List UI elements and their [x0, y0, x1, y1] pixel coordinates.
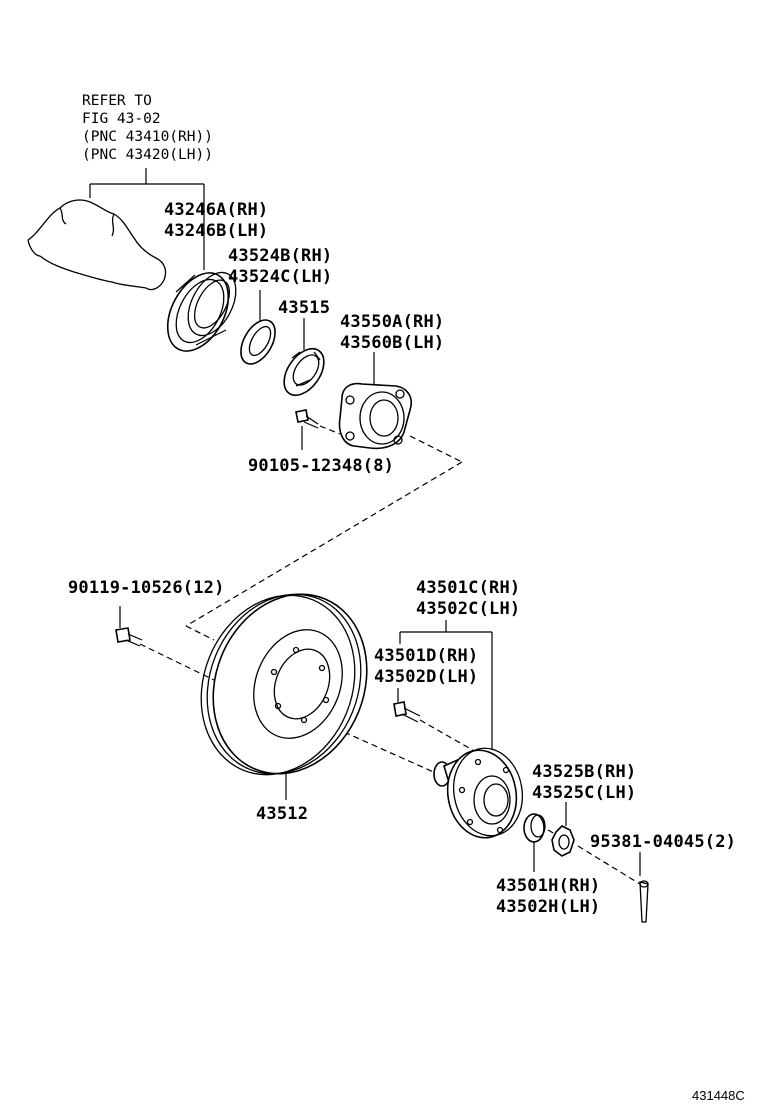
- part-label-knuckle-lh[interactable]: 43560B(LH): [340, 333, 445, 353]
- part-label-bearing[interactable]: 43515: [278, 298, 331, 318]
- disc-rotor: [200, 593, 368, 800]
- reference-label-3: (PNC 43410(RH)): [82, 129, 213, 145]
- oil-seal: [240, 290, 276, 365]
- axle-outline: [27, 199, 167, 291]
- reference-label-4: (PNC 43420(LH)): [82, 147, 213, 163]
- part-label-hub-rh[interactable]: 43501C(RH): [416, 578, 521, 598]
- bearing: [283, 318, 325, 396]
- figure-code: 431448C: [692, 1088, 745, 1103]
- reference-bracket: [89, 168, 205, 270]
- part-label-knuckle-bolt[interactable]: 90105-12348(8): [248, 456, 395, 476]
- part-label-hub-bolt-lh[interactable]: 43502D(LH): [374, 667, 479, 687]
- part-label-hub-bolt-rh[interactable]: 43501D(RH): [374, 646, 479, 666]
- part-label-oil-seal-lh[interactable]: 43524C(LH): [228, 267, 333, 287]
- part-label-lock-nut-rh[interactable]: 43525B(RH): [532, 762, 637, 782]
- cotter-pin: [639, 852, 649, 923]
- hub-bolt: [393, 688, 421, 723]
- part-label-dust-deflector-lh[interactable]: 43246B(LH): [164, 221, 269, 241]
- lock-nut: [551, 802, 575, 857]
- part-label-dust-deflector-rh[interactable]: 43246A(RH): [164, 200, 269, 220]
- reference-label-1: REFER TO: [82, 93, 152, 109]
- spacer: [523, 813, 546, 872]
- axle-texture: [59, 207, 67, 225]
- part-label-oil-seal-rh[interactable]: 43524B(RH): [228, 246, 333, 266]
- hub-bracket: [399, 620, 493, 750]
- knuckle-housing: [338, 352, 412, 450]
- axle-hub: [433, 747, 523, 839]
- part-label-disc-rotor[interactable]: 43512: [256, 804, 309, 824]
- part-label-cotter-pin[interactable]: 95381-04045(2): [590, 832, 737, 852]
- part-label-spacer-rh[interactable]: 43501H(RH): [496, 876, 601, 896]
- part-label-spacer-lh[interactable]: 43502H(LH): [496, 897, 601, 917]
- reference-label-2: FIG 43-02: [82, 111, 161, 127]
- part-label-knuckle-rh[interactable]: 43550A(RH): [340, 312, 445, 332]
- part-label-rotor-bolt[interactable]: 90119-10526(12): [68, 578, 225, 598]
- dust-deflector: [166, 271, 237, 352]
- part-label-lock-nut-lh[interactable]: 43525C(LH): [532, 783, 637, 803]
- part-label-hub-lh[interactable]: 43502C(LH): [416, 599, 521, 619]
- rotor-bolt: [115, 606, 143, 647]
- knuckle-bolt: [295, 409, 319, 450]
- axle-texture-2: [111, 213, 115, 237]
